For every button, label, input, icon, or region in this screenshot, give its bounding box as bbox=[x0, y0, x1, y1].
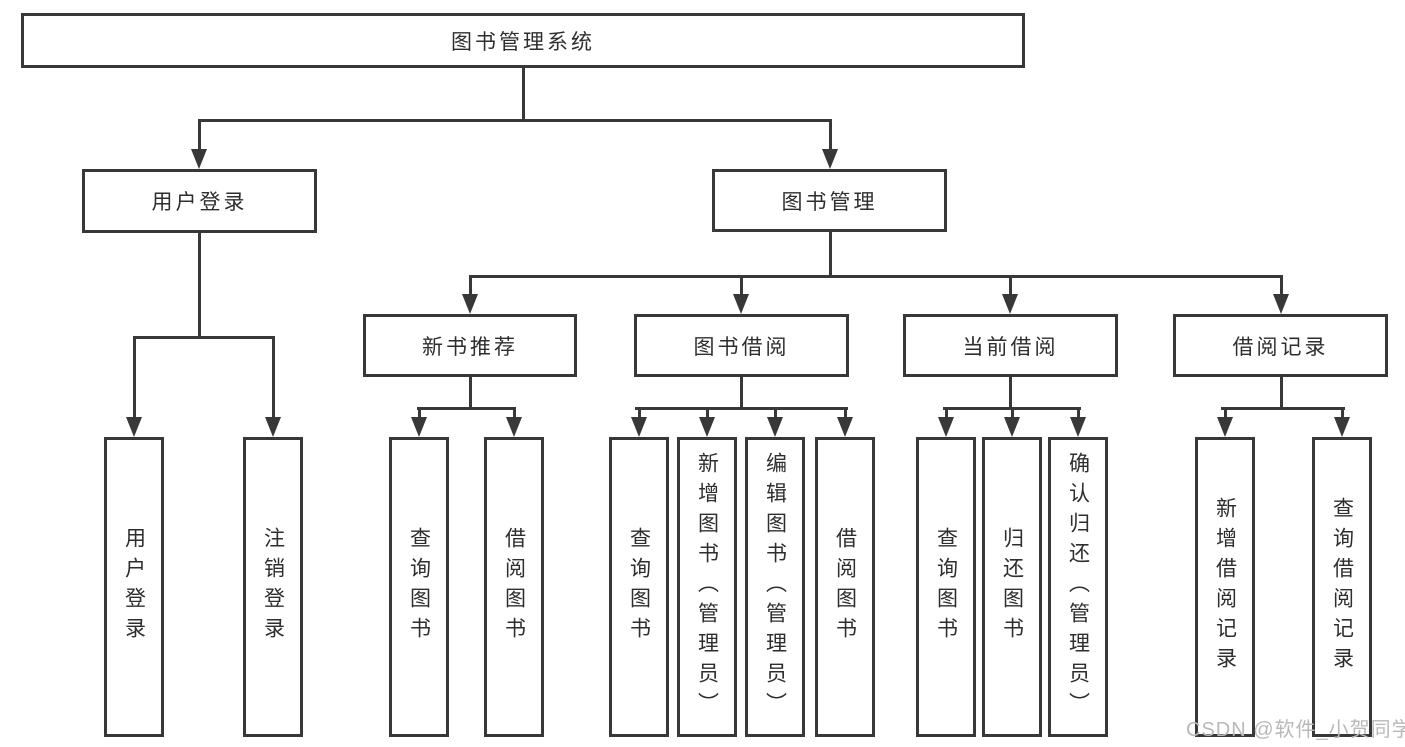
node-label: 编辑图书（管理员） bbox=[763, 452, 787, 722]
arrow-down-icon bbox=[938, 417, 954, 437]
arrow-down-icon bbox=[631, 417, 647, 437]
node-label: 查询图书 bbox=[934, 527, 958, 647]
connector-line bbox=[829, 232, 832, 278]
node-label: 确认归还（管理员） bbox=[1066, 452, 1090, 722]
arrow-down-icon bbox=[1004, 417, 1020, 437]
leaf-query-borrow-record: 查询借阅记录 bbox=[1312, 437, 1372, 737]
connector-line bbox=[272, 336, 275, 419]
node-label: 图书管理 bbox=[781, 190, 878, 214]
connector-line bbox=[635, 407, 848, 410]
node-label: 归还图书 bbox=[1000, 527, 1024, 647]
leaf-borrow-books: 借阅图书 bbox=[815, 437, 875, 737]
connector-line bbox=[133, 336, 136, 419]
arrow-down-icon bbox=[1273, 294, 1289, 314]
node-label: 借阅记录 bbox=[1232, 335, 1329, 359]
connector-line bbox=[740, 275, 743, 296]
arrow-down-icon bbox=[699, 417, 715, 437]
leaf-user-login: 用户登录 bbox=[104, 437, 164, 737]
node-label: 查询借阅记录 bbox=[1330, 497, 1354, 677]
leaf-logout: 注销登录 bbox=[243, 437, 303, 737]
node-label: 查询图书 bbox=[627, 527, 651, 647]
connector-line bbox=[513, 407, 516, 419]
node-label: 新增借阅记录 bbox=[1213, 497, 1237, 677]
connector-line bbox=[469, 275, 472, 296]
node-label: 用户登录 bbox=[122, 527, 146, 647]
leaf-confirm-return-admin: 确认归还（管理员） bbox=[1048, 437, 1108, 737]
node-label: 借阅图书 bbox=[502, 527, 526, 647]
leaf-query-books-borrow: 查询图书 bbox=[609, 437, 669, 737]
leaf-add-books-admin: 新增图书（管理员） bbox=[677, 437, 737, 737]
connector-line bbox=[198, 119, 832, 122]
connector-line bbox=[774, 407, 777, 419]
connector-line bbox=[1011, 407, 1014, 419]
arrow-down-icon bbox=[822, 149, 838, 169]
connector-line bbox=[418, 407, 421, 419]
connector-line bbox=[1280, 275, 1283, 296]
arrow-down-icon bbox=[265, 417, 281, 437]
connector-line bbox=[1009, 275, 1012, 296]
connector-line bbox=[844, 407, 847, 419]
node-label: 新书推荐 bbox=[422, 335, 518, 359]
node-user-login: 用户登录 bbox=[82, 169, 317, 233]
arrow-down-icon bbox=[1217, 417, 1233, 437]
connector-line bbox=[1077, 407, 1080, 419]
node-label: 借阅图书 bbox=[833, 527, 857, 647]
connector-line bbox=[638, 407, 641, 419]
arrow-down-icon bbox=[1070, 417, 1086, 437]
connector-line bbox=[706, 407, 709, 419]
arrow-down-icon bbox=[126, 417, 142, 437]
connector-line bbox=[1221, 407, 1345, 410]
node-label: 新增图书（管理员） bbox=[695, 452, 719, 722]
node-borrow-records: 借阅记录 bbox=[1173, 314, 1388, 377]
connector-line bbox=[198, 119, 201, 151]
leaf-query-books-current: 查询图书 bbox=[916, 437, 976, 737]
node-label: 注销登录 bbox=[261, 527, 285, 647]
connector-line bbox=[417, 407, 516, 410]
node-book-management: 图书管理 bbox=[712, 169, 947, 232]
node-label: 图书借阅 bbox=[693, 335, 790, 359]
leaf-borrow-books-recommend: 借阅图书 bbox=[484, 437, 544, 737]
connector-line bbox=[829, 119, 832, 151]
connector-line bbox=[1224, 407, 1227, 419]
connector-line bbox=[469, 377, 472, 410]
arrow-down-icon bbox=[191, 149, 207, 169]
leaf-query-books-recommend: 查询图书 bbox=[389, 437, 449, 737]
node-current-borrow: 当前借阅 bbox=[903, 314, 1118, 377]
connector-line bbox=[1280, 377, 1283, 410]
connector-line bbox=[1009, 377, 1012, 410]
arrow-down-icon bbox=[462, 294, 478, 314]
arrow-down-icon bbox=[837, 417, 853, 437]
arrow-down-icon bbox=[733, 294, 749, 314]
arrow-down-icon bbox=[1334, 417, 1350, 437]
node-label: 图书管理系统 bbox=[451, 30, 595, 54]
arrow-down-icon bbox=[506, 417, 522, 437]
connector-line bbox=[740, 377, 743, 410]
connector-line bbox=[469, 275, 1283, 278]
node-library-management-system: 图书管理系统 bbox=[21, 13, 1025, 68]
arrow-down-icon bbox=[411, 417, 427, 437]
node-new-book-recommend: 新书推荐 bbox=[363, 314, 577, 377]
node-label: 当前借阅 bbox=[962, 335, 1059, 359]
connector-line bbox=[522, 66, 525, 120]
arrow-down-icon bbox=[1002, 294, 1018, 314]
leaf-edit-books-admin: 编辑图书（管理员） bbox=[745, 437, 805, 737]
connector-line bbox=[1341, 407, 1344, 419]
connector-line bbox=[198, 233, 201, 339]
connector-line bbox=[945, 407, 948, 419]
node-label: 查询图书 bbox=[407, 527, 431, 647]
leaf-add-borrow-record: 新增借阅记录 bbox=[1195, 437, 1255, 737]
connector-line bbox=[133, 336, 275, 339]
node-label: 用户登录 bbox=[151, 191, 248, 214]
leaf-return-books: 归还图书 bbox=[982, 437, 1042, 737]
watermark: CSDN @软件_小贺同学 bbox=[1186, 719, 1405, 741]
arrow-down-icon bbox=[767, 417, 783, 437]
node-book-borrow: 图书借阅 bbox=[634, 314, 849, 377]
